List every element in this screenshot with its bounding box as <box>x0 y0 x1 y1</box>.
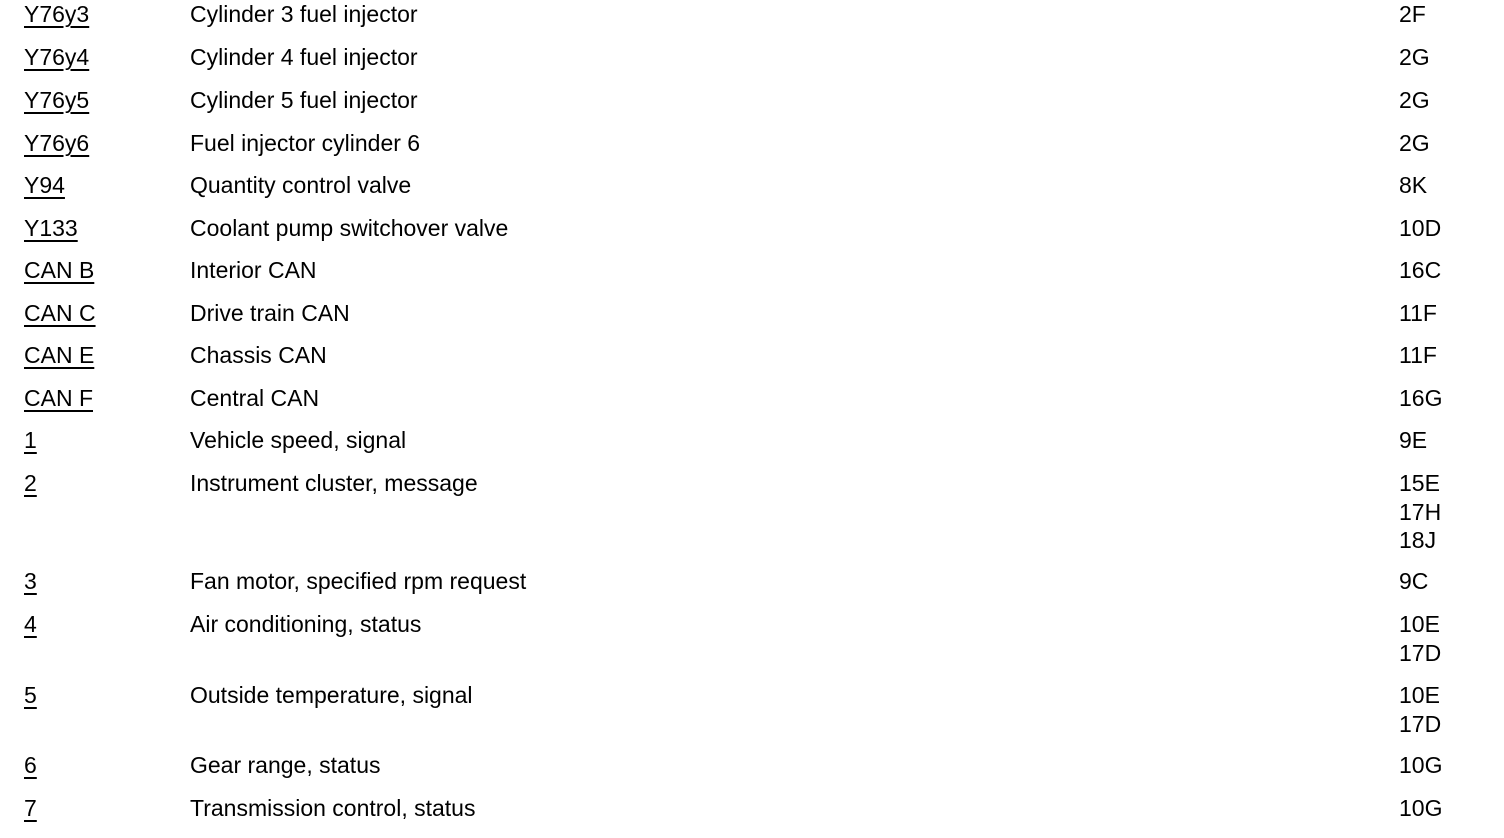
grid-reference: 2F <box>1399 0 1426 29</box>
grid-reference-line: 9E <box>1399 427 1428 453</box>
component-code-link[interactable]: 1 <box>24 427 37 453</box>
grid-reference-line: 11F <box>1399 342 1437 368</box>
component-code-link[interactable]: 4 <box>24 611 37 637</box>
grid-reference-line: 16C <box>1399 257 1442 283</box>
component-description: Transmission control, status <box>190 795 476 821</box>
component-description: Cylinder 4 fuel injector <box>190 44 418 70</box>
component-code-link[interactable]: CAN B <box>24 257 95 283</box>
component-code-link[interactable]: Y76y5 <box>24 87 90 113</box>
component-code-link[interactable]: 6 <box>24 752 37 778</box>
component-description: Coolant pump switchover valve <box>190 215 509 241</box>
component-code-link[interactable]: CAN C <box>24 300 96 326</box>
component-description: Instrument cluster, message <box>190 470 478 496</box>
grid-reference-line: 10E <box>1399 611 1440 637</box>
component-description: Gear range, status <box>190 752 381 778</box>
component-description: Vehicle speed, signal <box>190 427 407 453</box>
grid-reference-line: 9C <box>1399 568 1429 594</box>
grid-reference-line: 16G <box>1399 385 1443 411</box>
component-code-link[interactable]: 7 <box>24 795 37 821</box>
component-description: Central CAN <box>190 385 320 411</box>
component-code-link[interactable]: Y76y3 <box>24 1 90 27</box>
grid-reference: 11F <box>1399 299 1437 328</box>
component-description: Fan motor, specified rpm request <box>190 568 527 594</box>
grid-reference-line: 2G <box>1399 44 1430 70</box>
component-code-link[interactable]: Y94 <box>24 172 65 198</box>
grid-reference: 8K <box>1399 171 1427 200</box>
component-code-link[interactable]: Y133 <box>24 215 78 241</box>
component-description: Chassis CAN <box>190 342 327 368</box>
component-description: Cylinder 5 fuel injector <box>190 87 418 113</box>
grid-reference-line: 17H <box>1399 498 1442 525</box>
grid-reference: 16C <box>1399 256 1441 285</box>
grid-reference: 2G <box>1399 129 1430 158</box>
grid-reference: 2G <box>1399 43 1430 72</box>
component-code-link[interactable]: CAN F <box>24 385 93 411</box>
grid-reference-line: 8K <box>1399 172 1428 198</box>
component-description: Quantity control valve <box>190 172 412 198</box>
grid-reference: 16G <box>1399 384 1442 413</box>
grid-reference: 9C <box>1399 567 1428 596</box>
grid-reference: 10G <box>1399 751 1442 780</box>
grid-reference-line: 15E <box>1399 470 1440 496</box>
grid-reference-line: 10G <box>1399 795 1443 821</box>
component-description: Outside temperature, signal <box>190 682 473 708</box>
grid-reference-line: 18J <box>1399 527 1437 553</box>
grid-reference-line: 2G <box>1399 87 1430 113</box>
grid-reference-line: 17D <box>1399 639 1442 666</box>
component-code-link[interactable]: 5 <box>24 682 37 708</box>
grid-reference-line: 2F <box>1399 1 1426 27</box>
grid-reference-line: 10G <box>1399 752 1443 778</box>
grid-reference: 9E <box>1399 426 1427 455</box>
component-description: Cylinder 3 fuel injector <box>190 1 418 27</box>
grid-reference-line: 11F <box>1399 300 1437 326</box>
component-code-link[interactable]: 2 <box>24 470 37 496</box>
component-description: Drive train CAN <box>190 300 350 326</box>
component-description: Fuel injector cylinder 6 <box>190 130 421 156</box>
grid-reference-line: 17D <box>1399 710 1442 737</box>
component-code-link[interactable]: 3 <box>24 568 37 594</box>
grid-reference: 11F <box>1399 341 1437 370</box>
grid-reference: 10D <box>1399 214 1441 243</box>
component-code-link[interactable]: Y76y4 <box>24 44 90 70</box>
grid-reference: 10G <box>1399 794 1442 823</box>
component-description: Interior CAN <box>190 257 317 283</box>
component-code-link[interactable]: Y76y6 <box>24 130 90 156</box>
component-description: Air conditioning, status <box>190 611 422 637</box>
component-code-link[interactable]: CAN E <box>24 342 95 368</box>
grid-reference: 2G <box>1399 86 1430 115</box>
grid-reference-line: 2G <box>1399 130 1430 156</box>
grid-reference-line: 10E <box>1399 682 1440 708</box>
grid-reference-line: 10D <box>1399 215 1442 241</box>
